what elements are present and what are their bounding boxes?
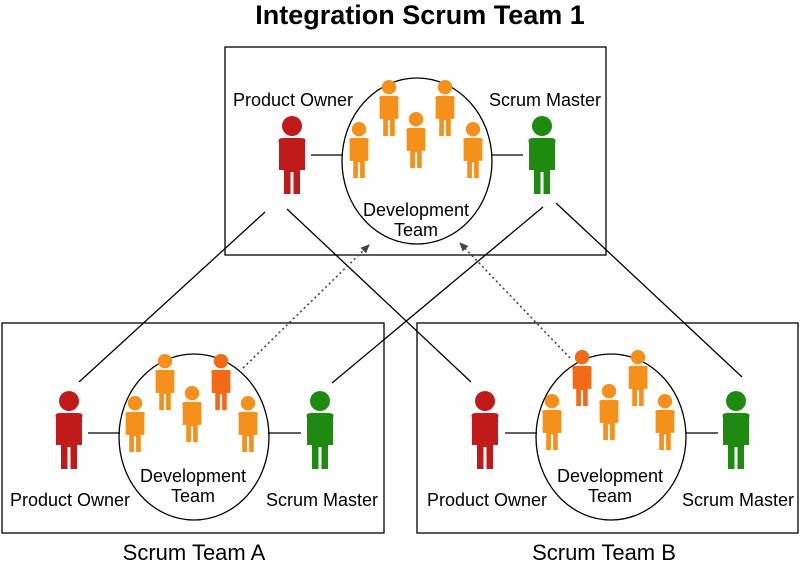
dotted-arrow-team-a — [242, 244, 370, 369]
connection-lines — [78, 202, 743, 384]
team-b-scrum-master-label: Scrum Master — [682, 490, 794, 510]
integration-dev-team-ellipse — [341, 77, 493, 245]
team-a-developer-icon-3 — [182, 386, 202, 443]
integration-dev-team-label-2: Team — [394, 220, 438, 240]
scrum-team-a: Product Owner Scrum Master Development T… — [10, 353, 378, 562]
team-a-name: Scrum Team A — [123, 540, 266, 562]
line-integration-sm-to-team-a-sm — [331, 206, 544, 384]
team-b-scrum-master-icon — [722, 391, 750, 469]
team-b-product-owner-icon — [471, 391, 499, 469]
team-a-dev-team-label-1: Development — [140, 466, 246, 486]
diagram-title: Integration Scrum Team 1 — [255, 0, 585, 30]
team-a-product-owner-label: Product Owner — [10, 490, 130, 510]
team-a-developer-icon-4 — [238, 396, 258, 453]
team-b-developer-icon-1 — [628, 350, 648, 407]
team-a-developer-icon-2 — [125, 396, 145, 453]
team-b-box — [416, 322, 799, 534]
team-a-product-owner-icon — [55, 391, 83, 469]
integration-developer-icon-5 — [463, 122, 483, 179]
integration-product-owner-icon — [278, 116, 306, 194]
line-integration-sm-to-team-b-sm — [555, 202, 743, 378]
integration-developer-icon-3 — [349, 122, 369, 179]
integration-team-box — [224, 46, 607, 256]
integration-product-owner-label: Product Owner — [233, 90, 353, 110]
team-b-product-owner-label: Product Owner — [427, 490, 547, 510]
team-a-box — [1, 322, 385, 534]
team-b-developer-icon-3 — [599, 384, 619, 441]
integration-developer-icon-4 — [406, 112, 426, 169]
team-b-name: Scrum Team B — [532, 540, 676, 562]
team-b-developer-icon-4 — [655, 394, 675, 451]
team-a-dev-team-ellipse — [118, 353, 270, 521]
integration-dev-team-label-1: Development — [363, 200, 469, 220]
team-b-dev-team-ellipse — [535, 353, 687, 521]
scrum-team-b: Product Owner Scrum Master Development T… — [427, 353, 794, 562]
team-a-dev-team-label-2: Team — [171, 486, 215, 506]
team-b-developer-icon-2 — [542, 394, 562, 451]
line-integration-po-to-team-b-po — [286, 208, 472, 383]
team-b-dev-team-label-1: Development — [557, 466, 663, 486]
team-a-scrum-master-icon — [306, 391, 334, 469]
dotted-arrow-team-b — [459, 242, 571, 359]
integration-scrum-team: Product Owner Scrum Master Development T… — [233, 77, 601, 245]
integration-developer-icon-2 — [435, 80, 455, 137]
team-b-dev-team-label-2: Team — [588, 486, 632, 506]
team-a-scrum-master-label: Scrum Master — [266, 490, 378, 510]
team-b-integration-developer-icon — [572, 350, 592, 407]
integration-scrum-master-label: Scrum Master — [489, 90, 601, 110]
team-a-developer-icon-1 — [155, 354, 175, 411]
integration-developer-icon-1 — [379, 80, 399, 137]
people-figures — [55, 80, 750, 469]
team-a-integration-developer-icon — [211, 354, 231, 411]
line-integration-po-to-team-a-po — [78, 211, 266, 383]
integration-scrum-master-icon — [528, 116, 556, 194]
